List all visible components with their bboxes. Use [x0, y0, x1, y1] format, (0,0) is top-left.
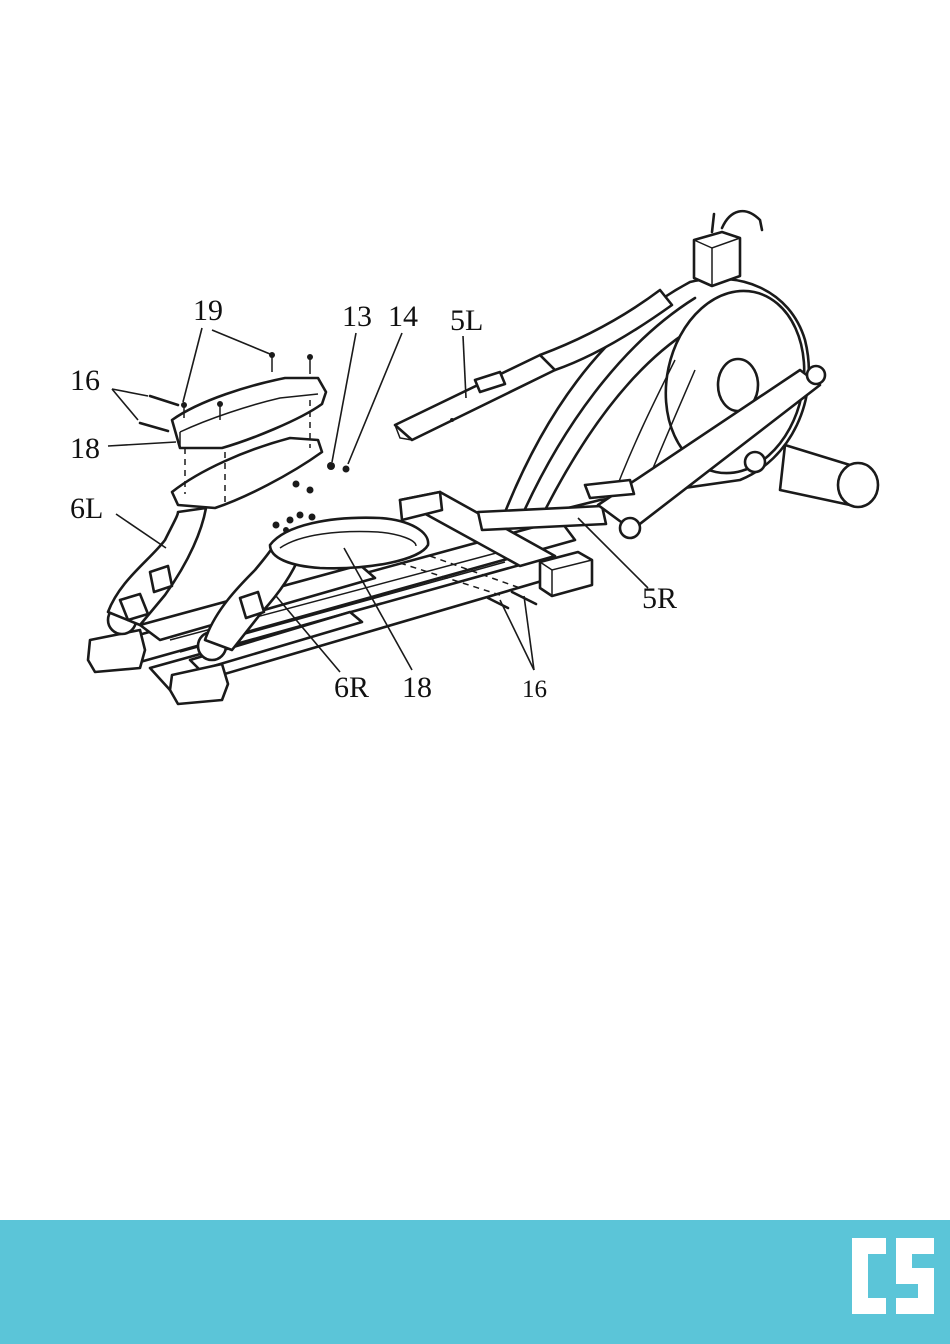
exploded-assembly-diagram: 19 16 18 6L 13 14 5L 5R 6R 18 16	[0, 0, 950, 1220]
callout-19: 19	[193, 294, 223, 327]
console-mast	[694, 211, 762, 286]
callout-18-left: 18	[70, 432, 100, 465]
callout-6l: 6L	[70, 492, 103, 525]
front-stabilizer	[780, 445, 878, 507]
callout-5r: 5R	[642, 582, 677, 615]
callout-14: 14	[388, 300, 418, 333]
callout-16-left: 16	[70, 364, 100, 397]
footer-band	[0, 1220, 950, 1344]
callout-5l: 5L	[450, 304, 483, 337]
pedal-arm-6l	[108, 508, 206, 625]
callout-16-right: 16	[522, 676, 547, 703]
callout-18-right: 18	[402, 671, 432, 704]
callout-6r: 6R	[334, 671, 369, 704]
cs-logo	[850, 1236, 936, 1316]
callout-13: 13	[342, 300, 372, 333]
